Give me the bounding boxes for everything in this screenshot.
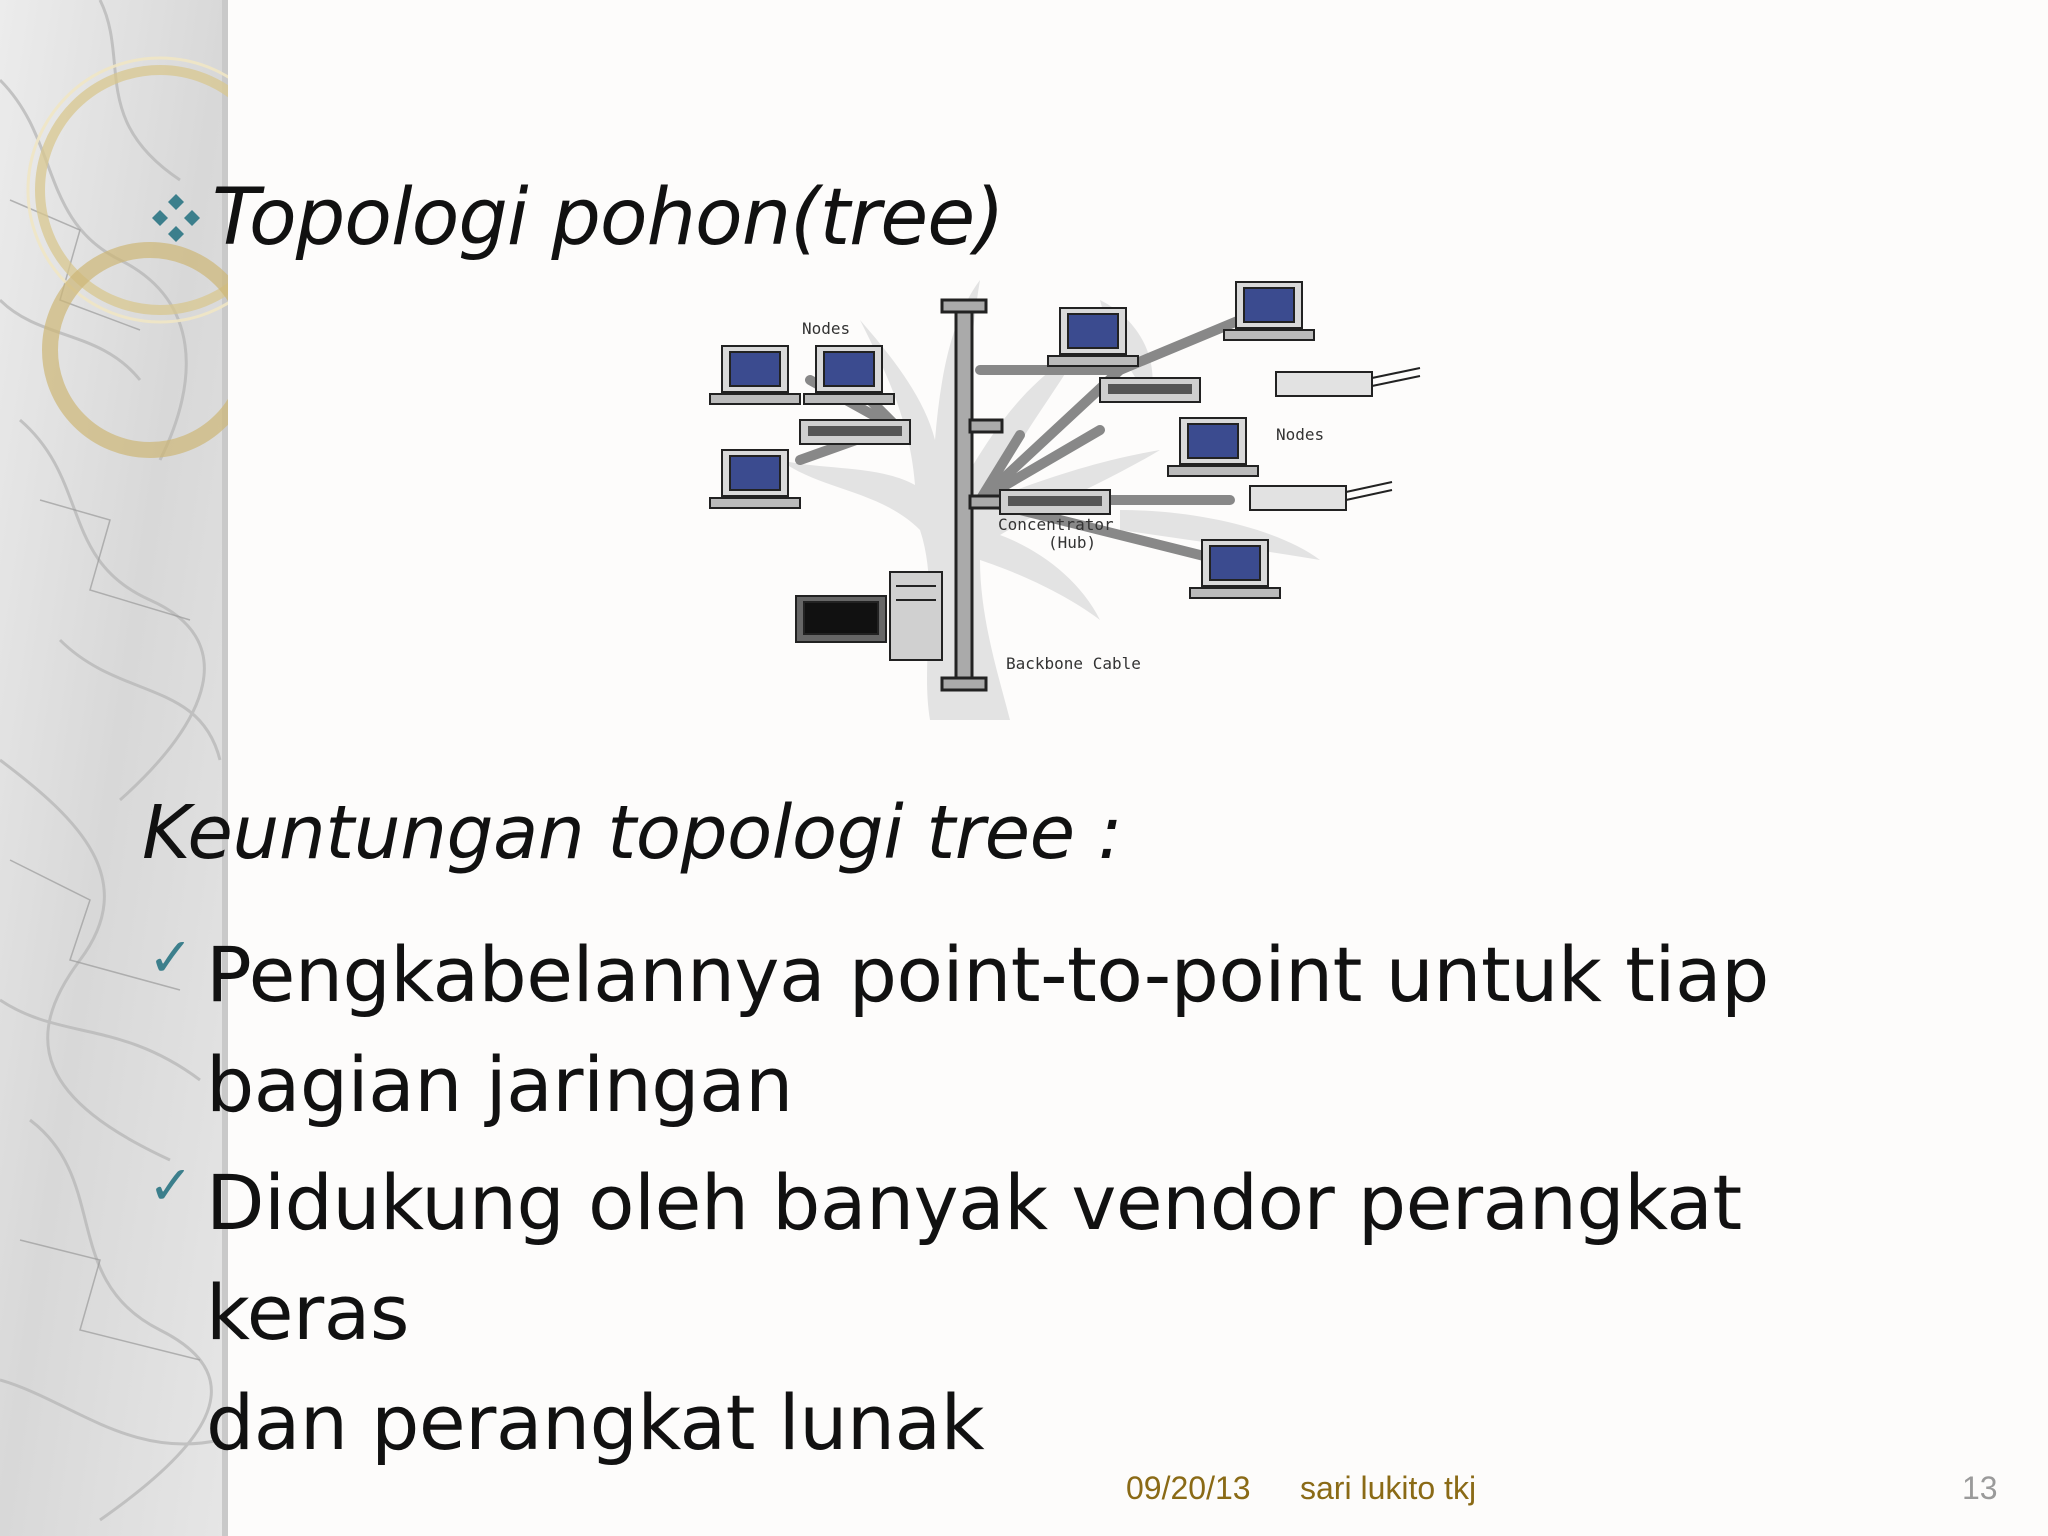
slide-number: 13 xyxy=(1962,1470,1998,1506)
slide-heading: Topologi pohon(tree) xyxy=(212,173,1005,263)
bullet-line: Pengkabelannya point-to-point untuk tiap xyxy=(206,930,1769,1019)
bullet-line: dan perangkat lunak xyxy=(206,1378,985,1467)
backbone-cable-label: Backbone Cable xyxy=(1006,654,1141,673)
hub-label: (Hub) xyxy=(1048,533,1096,552)
backbone-cable xyxy=(940,298,1004,692)
footer-author: sari lukito tkj xyxy=(1300,1470,1477,1506)
nodes-label-right: Nodes xyxy=(1276,425,1324,444)
bullet-item: ✓ Didukung oleh banyak vendor perangkat … xyxy=(148,1148,1968,1478)
diamond-bullet-icon xyxy=(152,194,200,242)
marble-sidebar-decoration xyxy=(0,0,228,1536)
concentrator-label: Concentrator xyxy=(998,515,1114,534)
footer-date: 09/20/13 xyxy=(1126,1470,1251,1506)
printer-nodes xyxy=(1249,367,1421,511)
heading-row: Topologi pohon(tree) xyxy=(148,168,1005,268)
bullet-item: ✓ Pengkabelannya point-to-point untuk ti… xyxy=(148,920,1968,1140)
tree-topology-diagram: Nodes Nodes Concentrator (Hub) Backbone … xyxy=(709,280,1421,720)
computer-nodes xyxy=(709,281,1315,661)
checkmark-icon: ✓ xyxy=(148,926,194,989)
bullet-line: bagian jaringan xyxy=(206,1040,793,1129)
advantages-heading: Keuntungan topologi tree : xyxy=(142,790,1123,876)
bullet-line: Didukung oleh banyak vendor perangkat ke… xyxy=(206,1158,1742,1357)
nodes-label-left: Nodes xyxy=(802,319,850,338)
checkmark-icon: ✓ xyxy=(148,1154,194,1217)
